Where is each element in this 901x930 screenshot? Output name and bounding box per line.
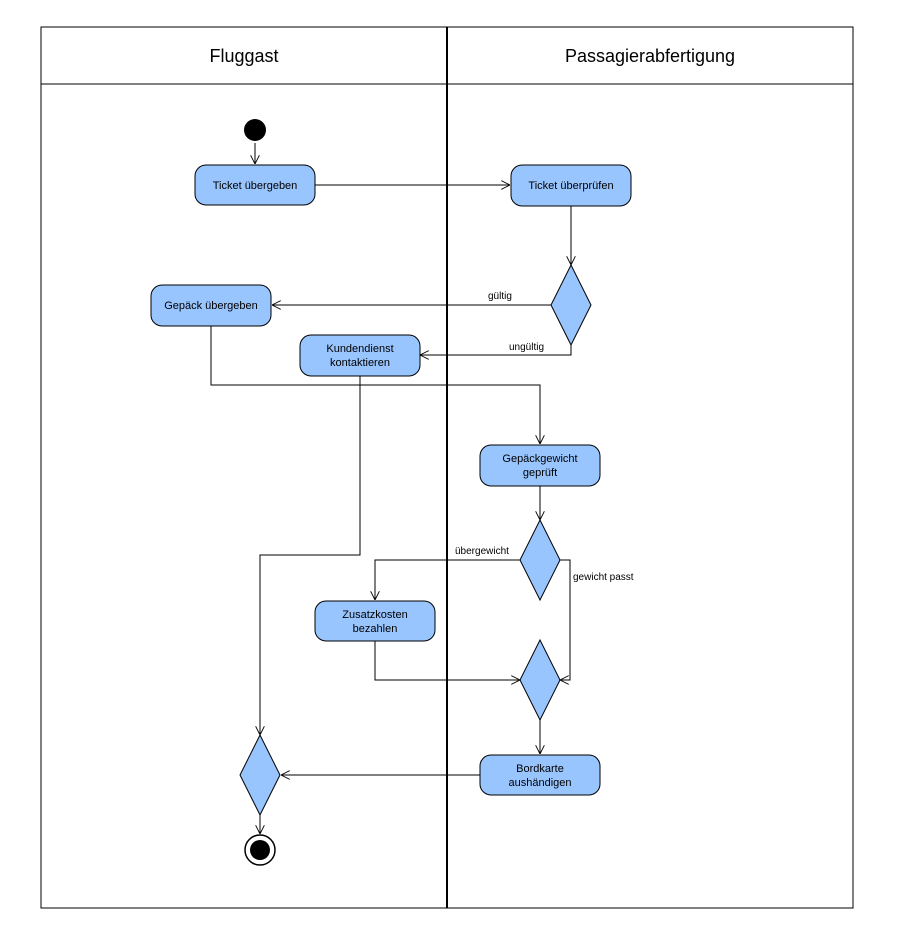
- decision-ticket-gueltig: [550, 263, 592, 347]
- guard-gueltig: gültig: [488, 291, 512, 302]
- activity-zusatzkosten-bezahlen: Zusatzkosten bezahlen: [314, 600, 436, 642]
- guard-ungueltig: ungültig: [509, 342, 544, 353]
- decision-gewicht: [519, 518, 561, 602]
- guard-uebergewicht: übergewicht: [455, 546, 509, 557]
- activity-label-line2: bezahlen: [353, 623, 398, 635]
- activity-label-line1: Bordkarte: [516, 763, 564, 775]
- edge-ungueltig: [420, 345, 572, 355]
- start-node: [244, 119, 266, 141]
- activity-label: Gepäck übergeben: [164, 300, 258, 312]
- edge-uebergewicht: [375, 559, 520, 600]
- activity-label-line2: kontaktieren: [330, 357, 390, 369]
- end-node-core: [250, 840, 270, 860]
- activity-label-line1: Gepäckgewicht: [502, 453, 577, 465]
- lane-title-passagierabfertigung: Passagierabfertigung: [565, 46, 735, 66]
- edge-kundendienst-to-final-merge: [260, 376, 361, 735]
- activity-ticket-ueberpruefen: Ticket überprüfen: [510, 164, 632, 207]
- activity-label-line1: Kundendienst: [326, 343, 393, 355]
- activity-gepaeckgewicht-geprueft: Gepäckgewicht geprüft: [479, 444, 601, 487]
- edge-gepaeck-to-gewicht: [210, 326, 540, 444]
- activity-kundendienst-kontaktieren: Kundendienst kontaktieren: [299, 334, 421, 377]
- edge-gewicht-passt: [560, 559, 571, 680]
- activity-label: Ticket überprüfen: [528, 180, 613, 192]
- activity-label-line2: geprüft: [523, 467, 557, 479]
- merge-final: [239, 733, 281, 817]
- guard-gewicht-passt: gewicht passt: [573, 572, 634, 583]
- activity-bordkarte-aushaendigen: Bordkarte aushändigen: [479, 754, 601, 796]
- activity-label: Ticket übergeben: [213, 180, 298, 192]
- activity-label-line1: Zusatzkosten: [342, 609, 407, 621]
- activity-ticket-uebergeben: Ticket übergeben: [194, 164, 316, 206]
- activity-gepaeck-uebergeben: Gepäck übergeben: [150, 284, 272, 327]
- merge-gewicht: [519, 638, 561, 722]
- edge-zusatz-to-merge: [374, 641, 520, 680]
- activity-label-line2: aushändigen: [508, 777, 571, 789]
- lane-title-fluggast: Fluggast: [209, 46, 278, 66]
